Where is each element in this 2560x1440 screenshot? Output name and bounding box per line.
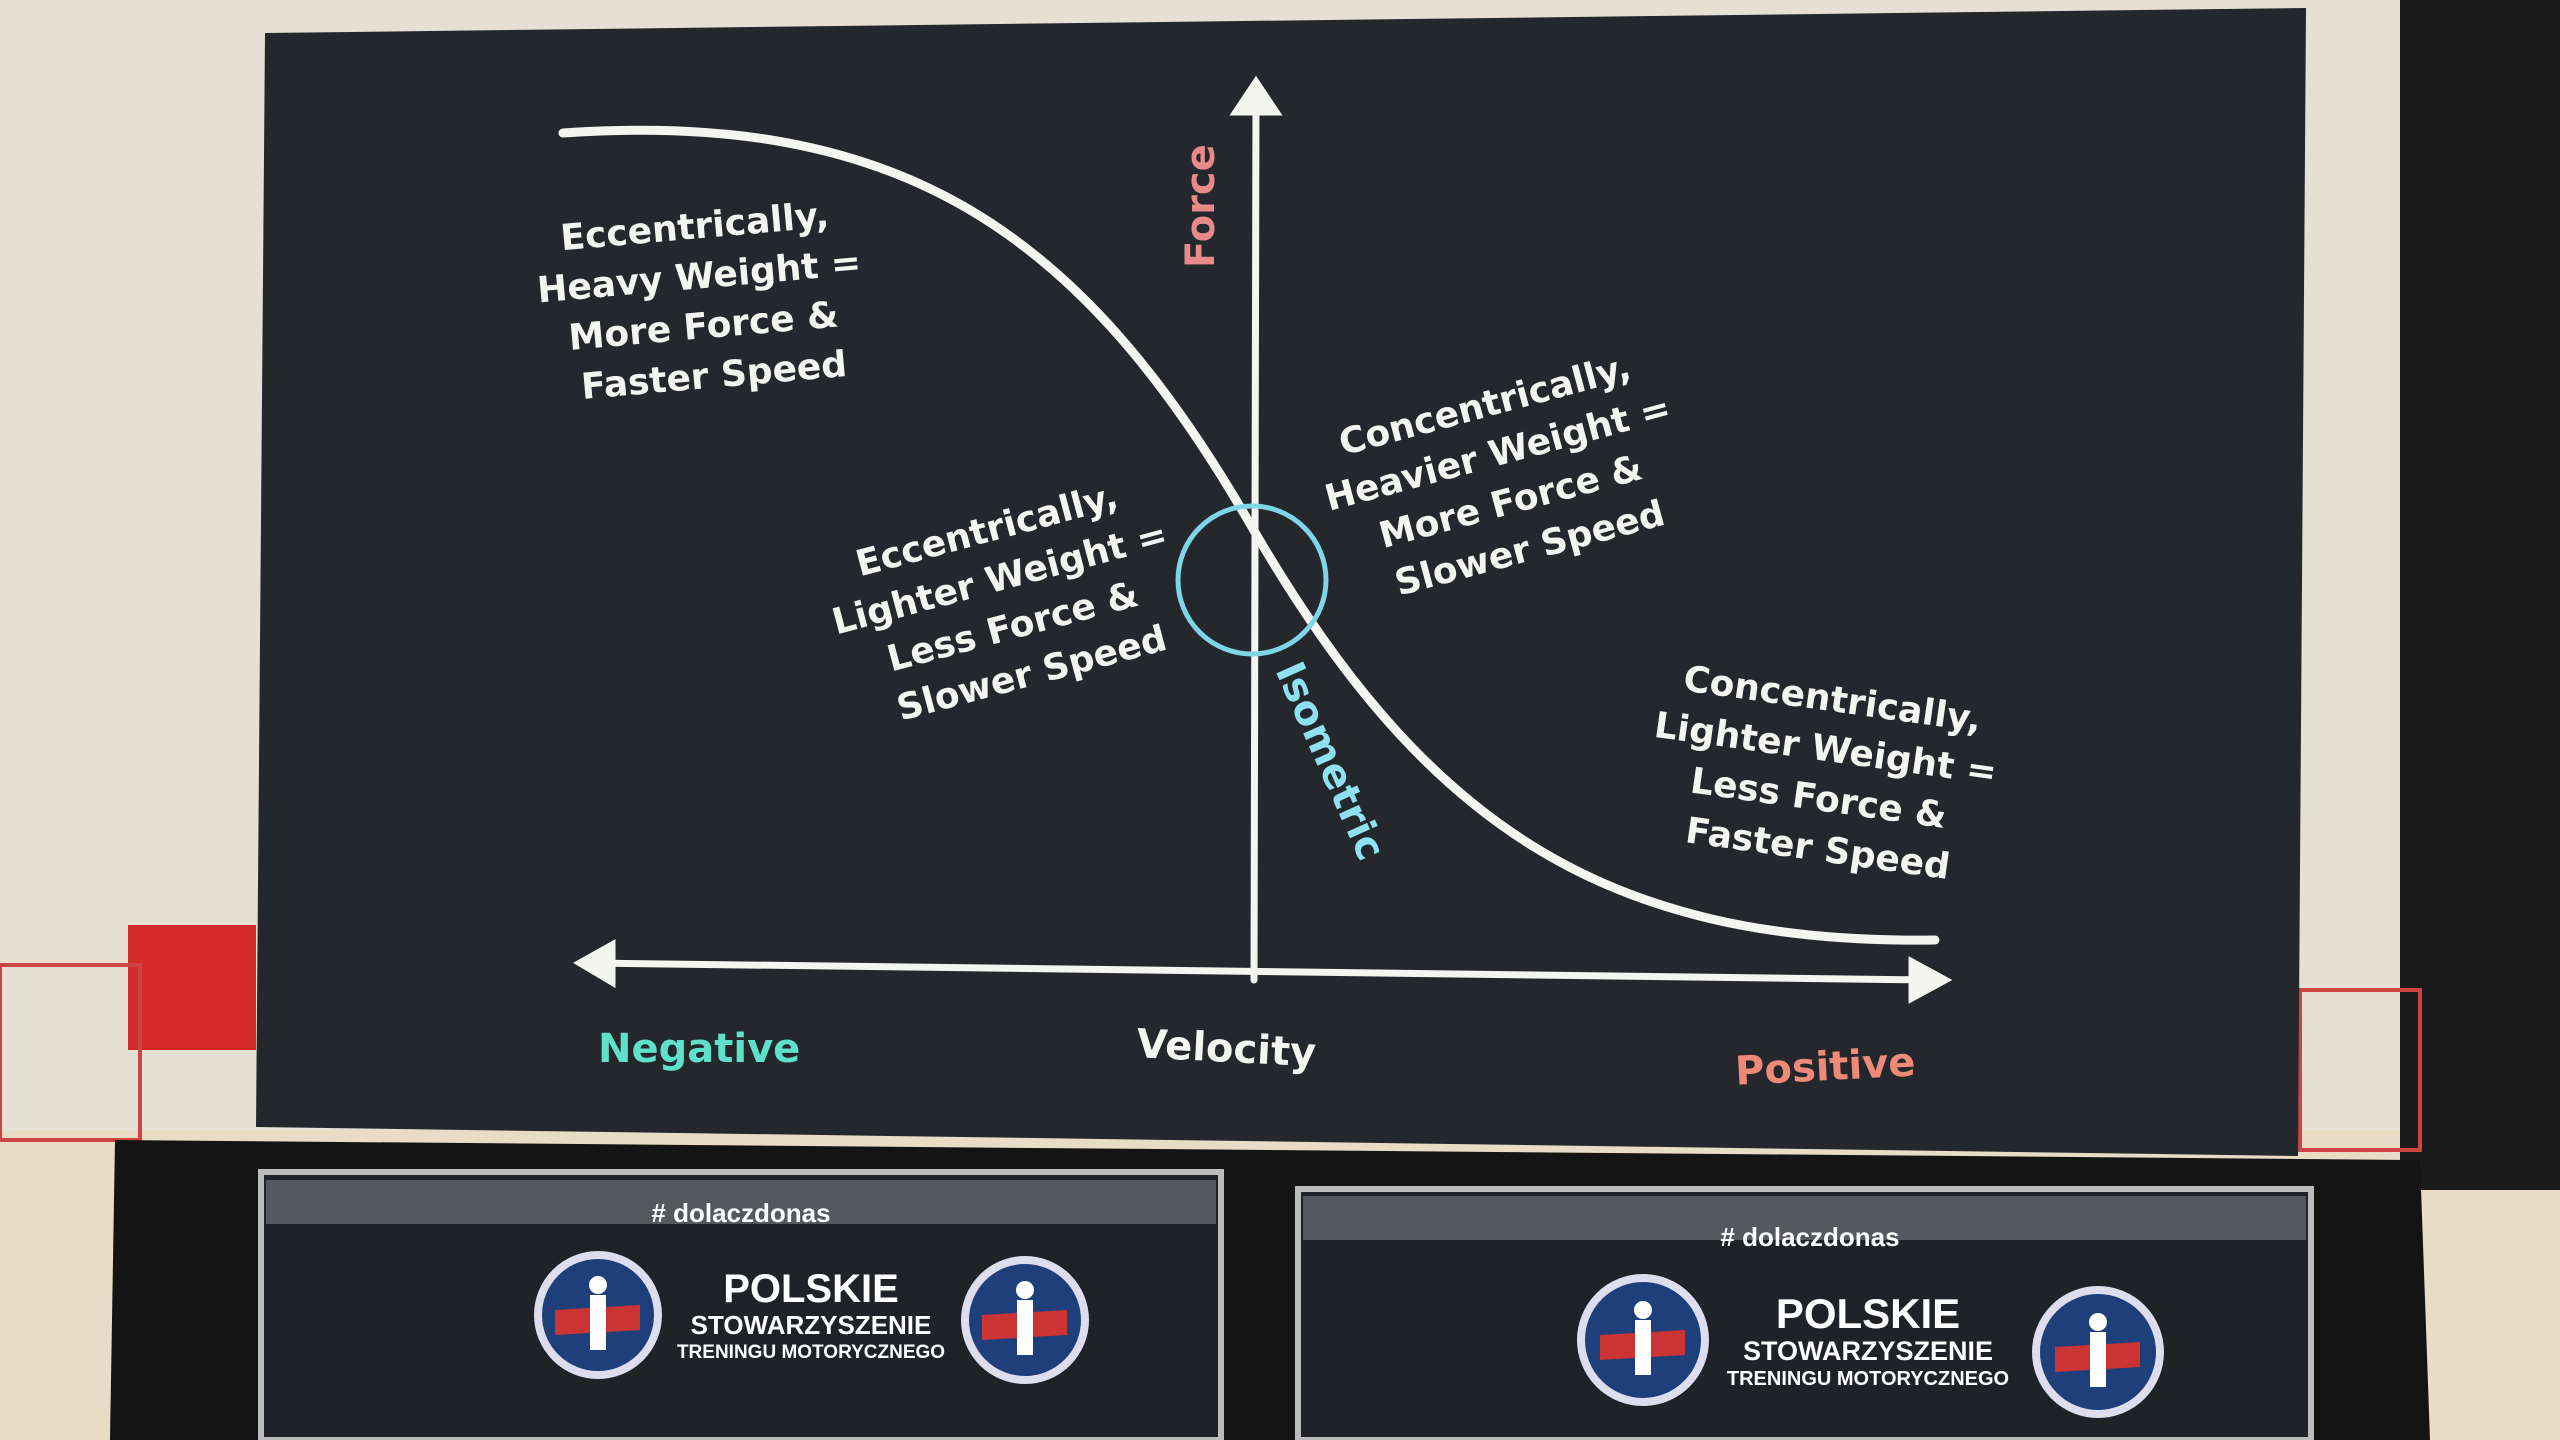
goal-net-left — [0, 963, 142, 1142]
banner-line2: STOWARZYSZENIE — [1743, 1336, 1993, 1366]
banner-right: # dolaczdonas POLSKIE STOWARZYSZENIE TRE… — [1295, 1186, 2314, 1440]
velocity-axis — [586, 959, 1934, 984]
force-label: Force — [1178, 144, 1224, 268]
positive-label: Positive — [1734, 1040, 1917, 1095]
association-logo-icon — [1577, 1274, 1709, 1406]
hashtag: # dolaczdonas — [1720, 1222, 1899, 1252]
banner-line2: STOWARZYSZENIE — [691, 1310, 932, 1340]
negative-label: Negative — [598, 1026, 800, 1072]
hashtag: # dolaczdonas — [651, 1198, 830, 1228]
banner-line3: TRENINGU MOTORYCZNEGO — [1727, 1368, 2009, 1390]
velocity-axis-right-arrow-icon — [1908, 956, 1953, 1004]
association-logo-icon — [534, 1251, 662, 1379]
banner-left: # dolaczdonas POLSKIE STOWARZYSZENIE TRE… — [258, 1169, 1224, 1440]
curtain — [2400, 0, 2560, 1190]
velocity-axis-left-arrow-icon — [573, 939, 616, 989]
fire-cabinet — [128, 925, 256, 1050]
banner-title: POLSKIE — [723, 1267, 899, 1311]
banner-title: POLSKIE — [1776, 1290, 1960, 1337]
goal-net-right — [2298, 988, 2422, 1152]
isometric-circle — [1175, 503, 1329, 657]
force-velocity-curve — [558, 125, 1940, 945]
association-logo-icon — [961, 1256, 1089, 1384]
association-logo-icon — [2032, 1286, 2164, 1418]
force-axis-arrow-icon — [1229, 75, 1283, 116]
banner-line3: TRENINGU MOTORYCZNEGO — [677, 1342, 945, 1363]
velocity-label: Velocity — [1135, 1021, 1317, 1076]
